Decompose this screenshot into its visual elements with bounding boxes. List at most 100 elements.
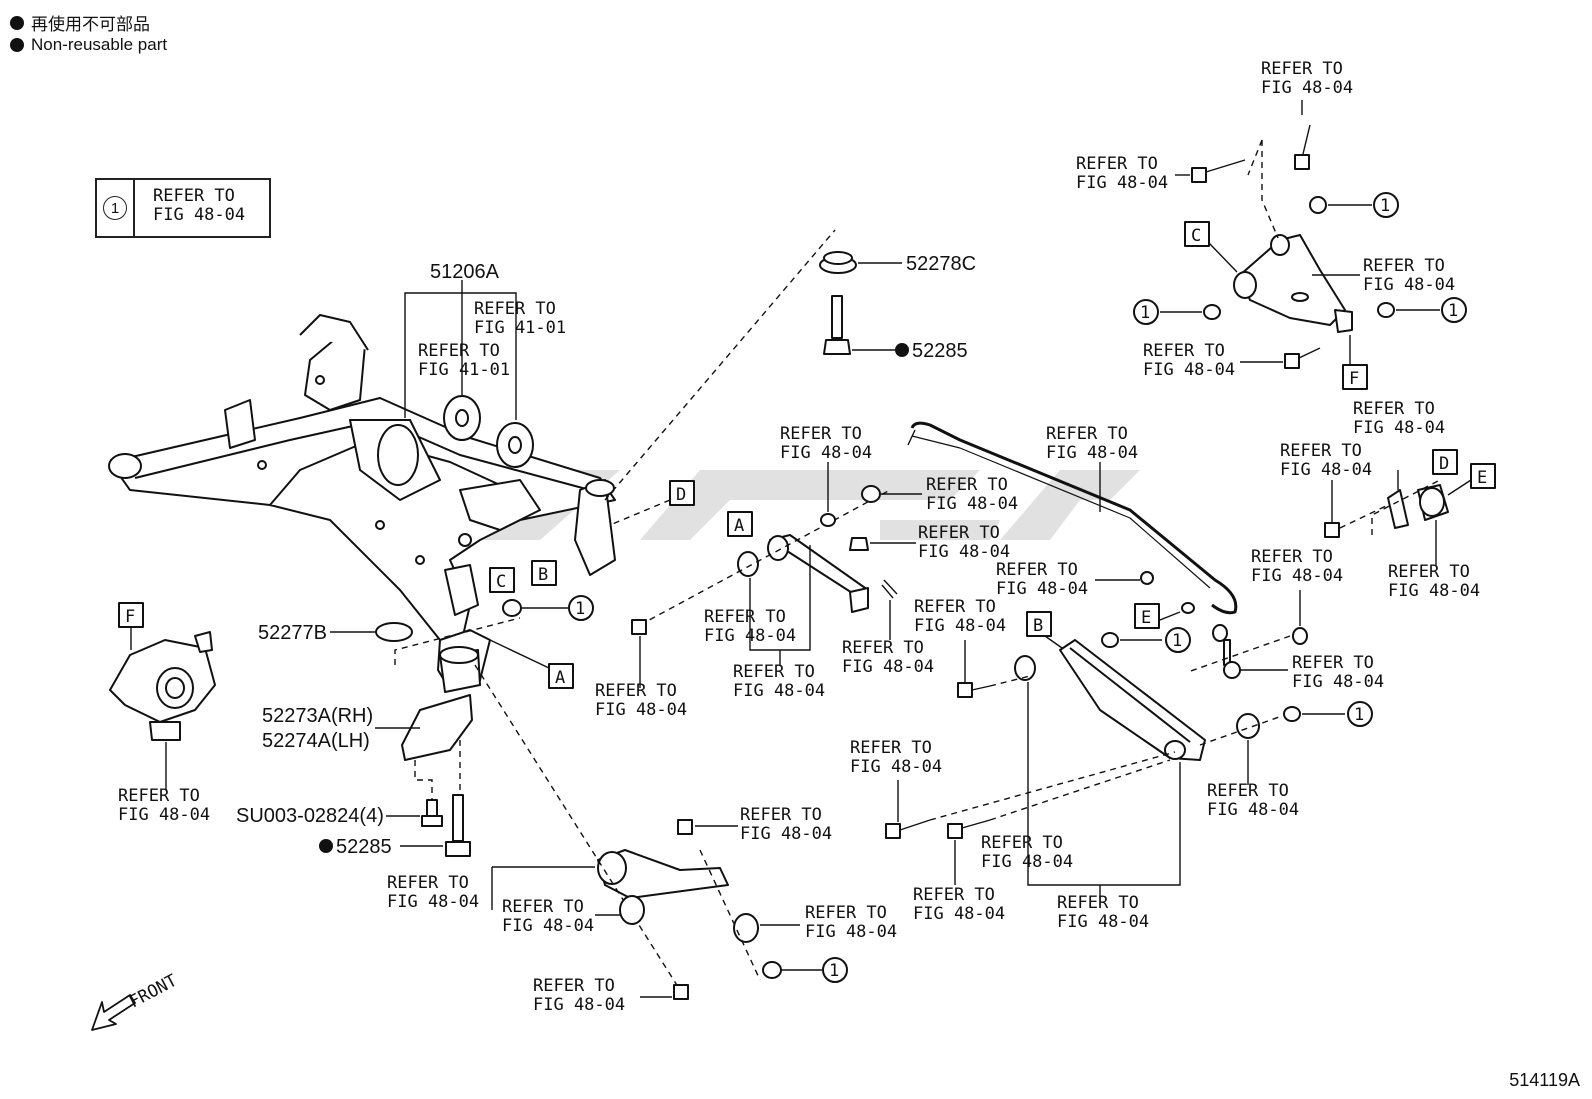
callout-refer-to: REFER TO [118, 786, 200, 806]
callout-refer-to: REFER TO [914, 597, 996, 617]
callout-fig-48-04: FIG 48-04 [926, 494, 1018, 514]
svg-text:52285: 52285 [336, 836, 392, 858]
callout-fig-48-04: FIG 48-04 [850, 757, 942, 777]
part-52285-bolt-bottom: 52285 [319, 794, 471, 858]
callout-fig-48-04: FIG 48-04 [1388, 581, 1480, 601]
callout-refer-to: REFER TO [740, 805, 822, 825]
callout-refer-to: REFER TO [1143, 341, 1225, 361]
callout-refer-to: REFER TO [1388, 562, 1470, 582]
part-52273A-52274A-bracket: 52273A(RH) 52274A(LH) [262, 694, 473, 800]
svg-text:E: E [1141, 608, 1151, 628]
callout-refer-to: REFER TO [387, 873, 469, 893]
center-washer [1095, 571, 1154, 585]
callout-fig-48-04: FIG 48-04 [1261, 78, 1353, 98]
svg-text:E: E [1477, 468, 1487, 488]
callout-fig-48-04: FIG 48-04 [595, 700, 687, 720]
callout-refer-to: REFER TO [1076, 154, 1158, 174]
callout-fig-48-04: FIG 48-04 [996, 579, 1088, 599]
box-letter-d-right: D [1432, 449, 1458, 475]
callout-refer-to: REFER TO [850, 738, 932, 758]
toe-link-bolt [631, 619, 647, 688]
legend-non-reusable-jp: 再使用不可部品 [10, 10, 150, 35]
legend-non-reusable-en: Non-reusable part [10, 35, 167, 55]
callout-refer-to: REFER TO [733, 662, 815, 682]
stabilizer-link [1139, 602, 1288, 679]
box-letter-d-crossmember: D [609, 480, 695, 526]
callout-fig-48-04: FIG 48-04 [502, 916, 594, 936]
upper-arm-bolt-right [1294, 100, 1311, 170]
svg-text:B: B [1033, 616, 1043, 636]
callout-fig-48-04: FIG 48-04 [387, 892, 479, 912]
callout-refer-to: REFER TO [1363, 256, 1445, 276]
callout-refer-to: REFER TO [913, 885, 995, 905]
callout-fig-48-04: FIG 48-04 [918, 542, 1010, 562]
upper-arm-nut-top: 1 [1309, 192, 1399, 218]
bullet-icon [10, 38, 24, 52]
part-52277B-washer: 52277B [258, 617, 521, 665]
box-letter-b-arm: B [1026, 611, 1063, 649]
legend-en-text: Non-reusable part [31, 35, 168, 54]
crossmember-bushings [443, 395, 534, 468]
svg-text:F: F [125, 607, 135, 627]
callout-fig-48-04: FIG 48-04 [913, 904, 1005, 924]
rear-lower-arm [1059, 639, 1206, 761]
lower-front-arm-bolt-bottom [640, 984, 689, 1000]
rear-lower-arm-bolt-short [947, 759, 1171, 885]
callout-refer-to: REFER TO [1353, 399, 1435, 419]
callout-refer-to: REFER TO [780, 424, 862, 444]
callout-refer-to: REFER TO [474, 299, 556, 319]
callout-refer-to: REFER TO [533, 976, 615, 996]
callout-fig-41-01: FIG 41-01 [418, 360, 510, 380]
callout-refer-to: REFER TO [918, 523, 1000, 543]
part-52278C-stopper: 52278C [819, 251, 976, 275]
lower-front-arm-rear-bushing: 1 [699, 849, 848, 983]
box-letter-f-upper-arm: F [1342, 335, 1368, 390]
leader-51206A [404, 280, 517, 420]
rear-lower-arm-bolt-long [885, 751, 1176, 839]
box-letter-e-right: E [1447, 463, 1496, 496]
svg-text:1: 1 [575, 599, 585, 619]
upper-control-arm [1233, 234, 1360, 333]
svg-text:1: 1 [1380, 196, 1390, 216]
callout-fig-41-01: FIG 41-01 [474, 318, 566, 338]
lower-front-arm-bushing [595, 895, 645, 925]
toe-link-nut [861, 485, 922, 503]
svg-text:1: 1 [1448, 301, 1458, 321]
callout-fig-48-04: FIG 48-04 [1057, 912, 1149, 932]
callout-refer-to: REFER TO [595, 681, 677, 701]
svg-text:52278C: 52278C [906, 253, 976, 275]
callout-fig-48-04: FIG 48-04 [780, 443, 872, 463]
callout-refer-to: REFER TO [996, 560, 1078, 580]
svg-text:C: C [496, 572, 506, 592]
svg-text:B: B [538, 565, 548, 585]
callout-fig-48-04: FIG 48-04 [1251, 566, 1343, 586]
callout-fig-48-04: FIG 48-04 [733, 681, 825, 701]
stabilizer-nut [849, 537, 916, 551]
box-letter-a-link: A [727, 511, 753, 537]
rear-lower-arm-nut-circled: 1 [1101, 627, 1191, 653]
svg-text:52277B: 52277B [258, 622, 327, 644]
callout-fig-48-04: FIG 48-04 [704, 626, 796, 646]
svg-text:D: D [1439, 454, 1449, 474]
callout-refer-to: REFER TO [418, 341, 500, 361]
box-letter-e-stabilizer: E [1134, 603, 1160, 629]
svg-text:1: 1 [1354, 705, 1364, 725]
callout-refer-to: REFER TO [926, 475, 1008, 495]
callout-refer-to: REFER TO [981, 833, 1063, 853]
callout-fig-48-04: FIG 48-04 [805, 922, 897, 942]
callout-refer-to: REFER TO [1292, 653, 1374, 673]
drawing-number: 514119A [1509, 1070, 1580, 1090]
box-letter-c-upper-arm: C [1184, 221, 1238, 273]
nut-circled-1-crossmember: 1 [502, 595, 594, 621]
svg-text:52285: 52285 [912, 340, 968, 362]
callout-fig-48-04: FIG 48-04 [1207, 800, 1299, 820]
legend-jp-text: 再使用不可部品 [31, 15, 150, 34]
rear-knuckle [109, 627, 216, 790]
circled-number: 1 [103, 196, 127, 220]
callout-fig-48-04: FIG 48-04 [914, 616, 1006, 636]
svg-text:1: 1 [1140, 303, 1150, 323]
callout-fig-48-04: FIG 48-04 [1046, 443, 1138, 463]
callout-refer-to: REFER TO [1280, 441, 1362, 461]
callout-fig-48-04: FIG 48-04 [118, 805, 210, 825]
